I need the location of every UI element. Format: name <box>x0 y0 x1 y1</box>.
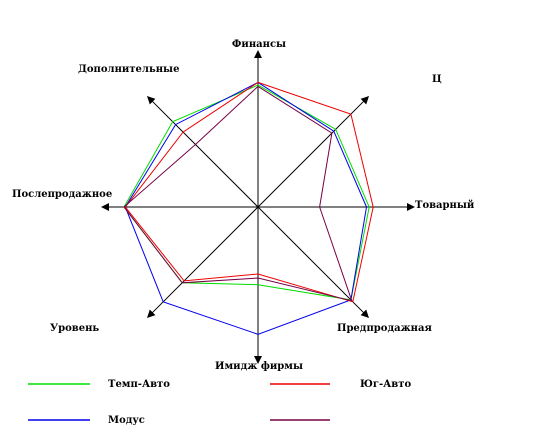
legend-label-1: Темп-Авто <box>108 379 170 390</box>
axis-label-4: Предпродажная <box>337 323 432 334</box>
series-4-polygon <box>123 85 353 302</box>
axis-label-8: Дополнительные <box>78 64 179 75</box>
axis-label-7: Послепродажное <box>12 189 112 200</box>
series <box>123 81 374 335</box>
series-2-polygon <box>124 81 368 335</box>
axis-line-2 <box>257 95 370 208</box>
legend-label-3: Юг-Авто <box>360 379 411 390</box>
axis-label-6: Уровень <box>50 323 99 334</box>
axis-line-4 <box>257 206 370 319</box>
axis-label-1: Финансы <box>232 39 286 50</box>
series-1-polygon <box>123 84 370 301</box>
axis-label-5: Имидж фирмы <box>215 361 303 372</box>
axis-label-3: Товарный <box>415 200 475 211</box>
axis-line-6 <box>146 206 259 319</box>
axis-label-2: Ц <box>432 74 442 85</box>
axes <box>101 50 415 364</box>
series-3-polygon <box>124 81 374 303</box>
legend-label-2: Модус <box>108 415 145 426</box>
axis-line-8 <box>146 95 259 208</box>
